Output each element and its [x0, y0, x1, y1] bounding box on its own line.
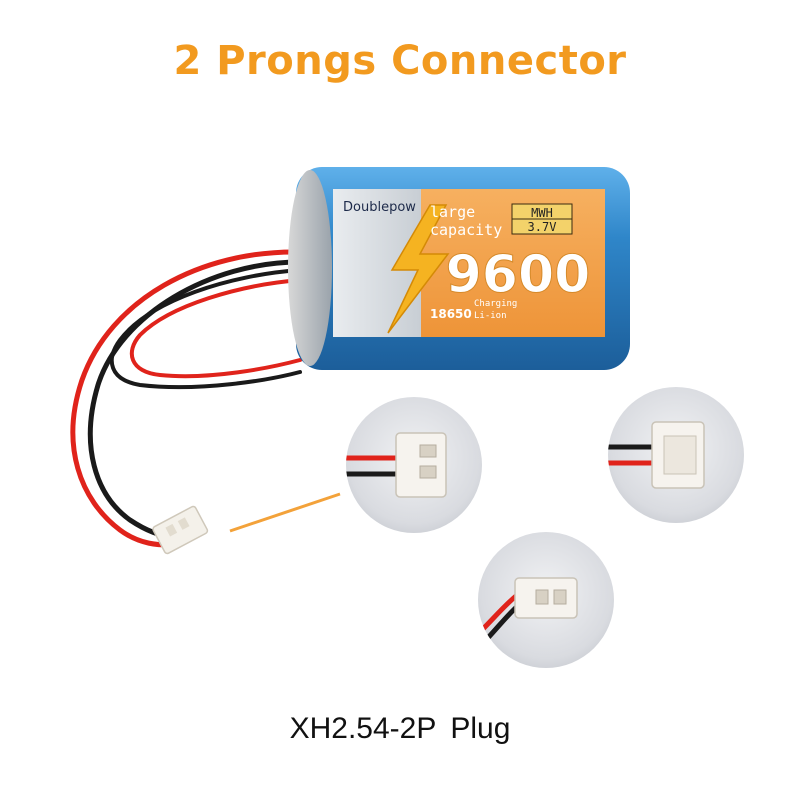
black-wire — [87, 259, 303, 540]
lightning-bolt-icon — [387, 204, 450, 334]
battery-voltage: 3.7V — [528, 220, 557, 234]
connector-closeup-front — [346, 397, 482, 533]
red-wire — [70, 249, 303, 548]
wire-harness — [70, 249, 303, 548]
battery-cell-type: 18650 — [430, 307, 472, 321]
connector-caption: XH2.54-2P Plug — [0, 712, 800, 746]
battery-label-capacity: capacity — [430, 221, 502, 239]
battery-chem-line1: Charging — [474, 299, 517, 309]
connector-closeup-top — [478, 532, 614, 668]
leader-line — [229, 492, 341, 533]
battery-unit: MWH — [531, 206, 553, 220]
connector-closeup-side — [608, 387, 744, 523]
connector-plug-icon — [152, 505, 209, 555]
caption-type: Plug — [450, 712, 511, 745]
battery-pack: Doublepow large capacity MWH 3.7V 9600 1… — [288, 167, 630, 370]
red-wire-loop — [129, 278, 302, 379]
caption-part-number: XH2.54-2P — [289, 712, 437, 745]
battery-brand: Doublepow — [343, 200, 416, 215]
battery-label-large: large — [430, 203, 475, 221]
black-wire-loop — [109, 268, 302, 390]
battery-chem-line2: Li-ion — [474, 311, 507, 321]
battery-capacity-value: 9600 — [446, 245, 591, 305]
page-title: 2 Prongs Connector — [173, 38, 627, 84]
